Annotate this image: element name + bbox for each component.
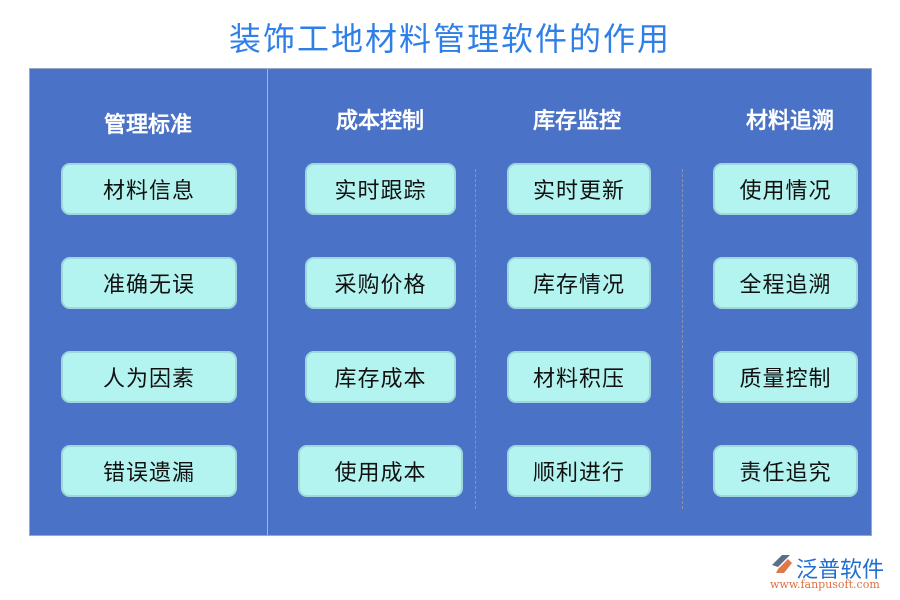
main-panel: 管理标准 成本控制 库存监控 材料追溯 材料信息 准确无误 人为因素 错误遗漏 …: [29, 68, 872, 536]
fanpu-logo-icon: [772, 555, 792, 573]
card: 顺利进行: [507, 445, 651, 497]
divider: [267, 69, 268, 535]
column-heading-management: 管理标准: [103, 112, 192, 138]
column-heading-cost: 成本控制: [335, 108, 424, 134]
card: 库存成本: [305, 351, 456, 403]
card: 人为因素: [61, 351, 237, 403]
card: 采购价格: [305, 257, 456, 309]
card: 库存情况: [507, 257, 651, 309]
card: 使用成本: [298, 445, 463, 497]
card: 质量控制: [713, 351, 858, 403]
card: 错误遗漏: [61, 445, 237, 497]
column-heading-traceability: 材料追溯: [745, 108, 834, 134]
card: 使用情况: [713, 163, 858, 215]
dashed-divider: [682, 169, 683, 509]
card: 全程追溯: [713, 257, 858, 309]
card: 准确无误: [61, 257, 237, 309]
dashed-divider: [475, 169, 476, 509]
logo-url: www.fanpusoft.com: [770, 578, 880, 591]
card: 材料积压: [507, 351, 651, 403]
logo-name: 泛普软件: [796, 558, 885, 583]
diagram-title: 装饰工地材料管理软件的作用: [228, 20, 671, 58]
card: 实时跟踪: [305, 163, 456, 215]
card: 实时更新: [507, 163, 651, 215]
card: 材料信息: [61, 163, 237, 215]
column-heading-inventory: 库存监控: [532, 108, 621, 134]
card: 责任追究: [713, 445, 858, 497]
